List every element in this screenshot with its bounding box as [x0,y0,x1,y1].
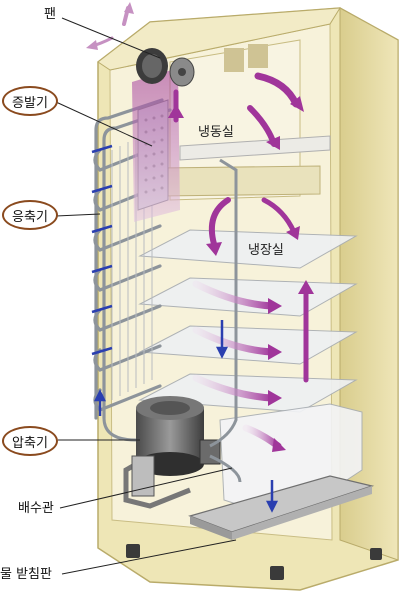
compressor [123,396,221,509]
freezer-label: 냉동실 [198,125,234,140]
fan [136,48,195,87]
airflow-arrowheads [86,2,314,452]
condenser-label: 응축기 [2,200,58,230]
drip-tray [188,475,375,540]
airflow-duct [132,68,180,222]
drain-pipe-label: 배수관 [18,501,54,516]
fridge-label: 냉장실 [248,243,284,258]
compressor-label: 압축기 [2,426,58,456]
drip-tray-label: 물 받침판 [0,567,52,582]
evaporator-label: 증발기 [2,86,58,116]
feet [126,544,382,580]
coolant-arrows [91,144,279,513]
leader-lines [55,17,237,575]
fan-label: 팬 [44,7,56,22]
